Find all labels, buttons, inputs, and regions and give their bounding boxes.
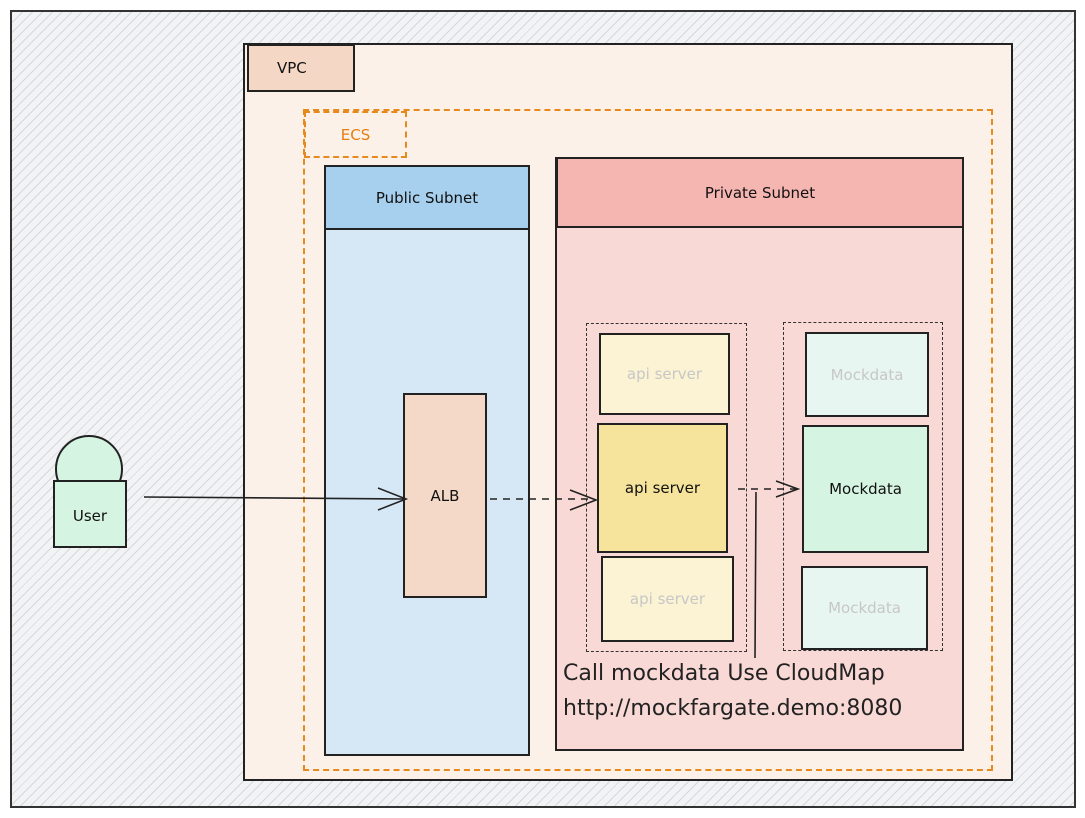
ecs-container: [303, 109, 993, 771]
mockdata-active: Mockdata: [802, 425, 929, 553]
user-actor: User: [53, 480, 127, 548]
mockdata-group: [783, 322, 943, 651]
mockdata-replica-bottom: Mockdata: [801, 566, 928, 650]
ecs-label: ECS: [304, 111, 407, 158]
api-to-mockdata-arrow: [738, 480, 801, 498]
api-server-replica-top: api server: [599, 333, 730, 415]
cloudmap-leader-line: [754, 491, 757, 659]
user-to-alb-arrow: [143, 487, 409, 511]
api-server-active: api server: [597, 423, 728, 553]
public-subnet-header: Public Subnet: [324, 165, 530, 230]
cloudmap-note: Call mockdata Use CloudMap http://mockfa…: [563, 656, 983, 726]
alb-to-api-arrow: [490, 489, 599, 511]
alb-node: ALB: [403, 393, 487, 598]
cloudmap-note-line1: Call mockdata Use CloudMap: [563, 661, 885, 686]
mockdata-replica-top: Mockdata: [805, 332, 929, 417]
private-subnet-header: Private Subnet: [556, 157, 964, 228]
api-server-group: [586, 323, 747, 652]
vpc-label: VPC: [247, 44, 355, 92]
api-server-replica-bottom: api server: [601, 556, 734, 642]
cloudmap-note-line2: http://mockfargate.demo:8080: [563, 696, 903, 721]
